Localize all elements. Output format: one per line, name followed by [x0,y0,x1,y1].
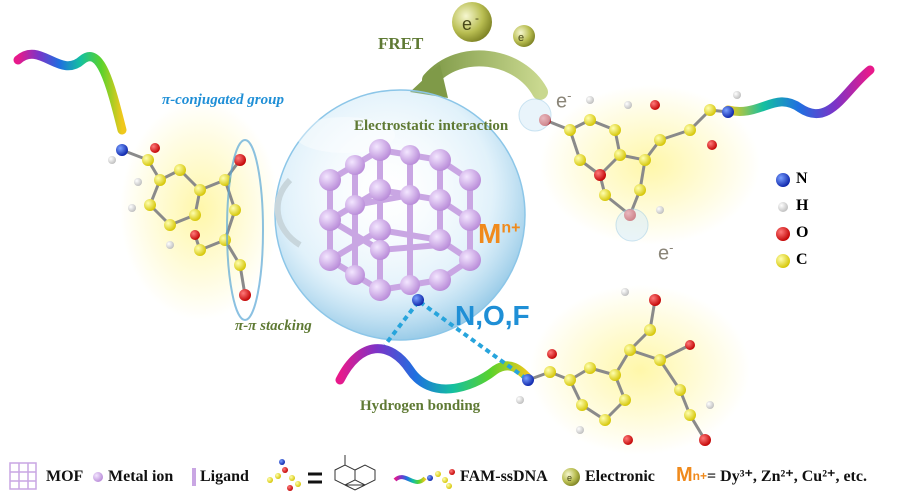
atom-legend-n: N [796,170,808,187]
hydrogen-bond-lines [383,300,530,382]
atom-legend-o: O [796,224,809,241]
svg-text:e: e [518,32,524,44]
legend-electronic-label: Electronic [585,468,655,485]
glow-bottom [530,285,750,455]
legend-electron-icon [562,468,580,486]
glow-right [540,85,760,245]
fret-label: FRET [378,34,424,53]
atom-o-ball [776,227,790,241]
atom-c-ball [776,254,790,268]
hydrogen-bonding-label: Hydrogen bonding [360,398,481,414]
legend-fam-ssdna-label: FAM-ssDNA [460,468,548,485]
pi-stacking-label: π-π stacking [235,318,312,334]
electrostatic-label: Electrostatic interaction [354,118,509,134]
svg-text:e: e [462,14,472,34]
legend-metal-ion-label: Metal ion [108,468,174,485]
svg-text:-: - [475,11,479,25]
dna-strand-bottom [335,344,533,394]
legend-structure-icon [334,455,376,491]
electron-sphere-small [513,25,535,47]
mof-bubble [274,89,526,341]
legend-mof-label: MOF [46,468,84,485]
electron-bubble-upper [518,98,552,132]
molecule-bottom-atoms [516,288,714,446]
atom-legend-h: H [796,197,809,214]
electron-bubble-lower [615,208,649,242]
atom-legend-balls [776,173,790,268]
svg-text:e: e [567,473,572,483]
legend-dna-molecule-icon [427,469,455,489]
glow-left [120,100,280,320]
pi-stacking-ring [226,139,264,321]
molecule-right-atoms [539,91,741,221]
dna-strand-left [13,49,127,135]
legend-ligand-icon [192,468,196,486]
bubble-arc [274,177,302,248]
legend-fam-molecule-icon [267,459,301,491]
electron-sphere-large [452,2,492,42]
nof-label: N,O,F [455,300,530,331]
metal-ion-label: Mn+ [478,218,521,249]
legend-ligand-label: Ligand [200,468,249,485]
atom-h-ball [778,202,788,212]
legend-equals-icon [308,472,322,484]
atom-n-ball [776,173,790,187]
legend-metal-ion-icon [93,472,103,482]
dna-strand-right [723,65,875,119]
fret-arrow [422,50,548,100]
pi-conjugated-label: π-conjugated group [162,92,284,108]
legend-dna-icon [393,475,427,484]
legend-mof-icon [9,462,37,490]
electron-label-lower: e- [658,240,674,265]
nitrogen-atom-bond [412,294,424,306]
mof-nodes [319,139,481,301]
fret-arrow-head [410,64,448,98]
electron-label-upper: e- [556,88,572,113]
atom-legend-c: C [796,251,808,268]
